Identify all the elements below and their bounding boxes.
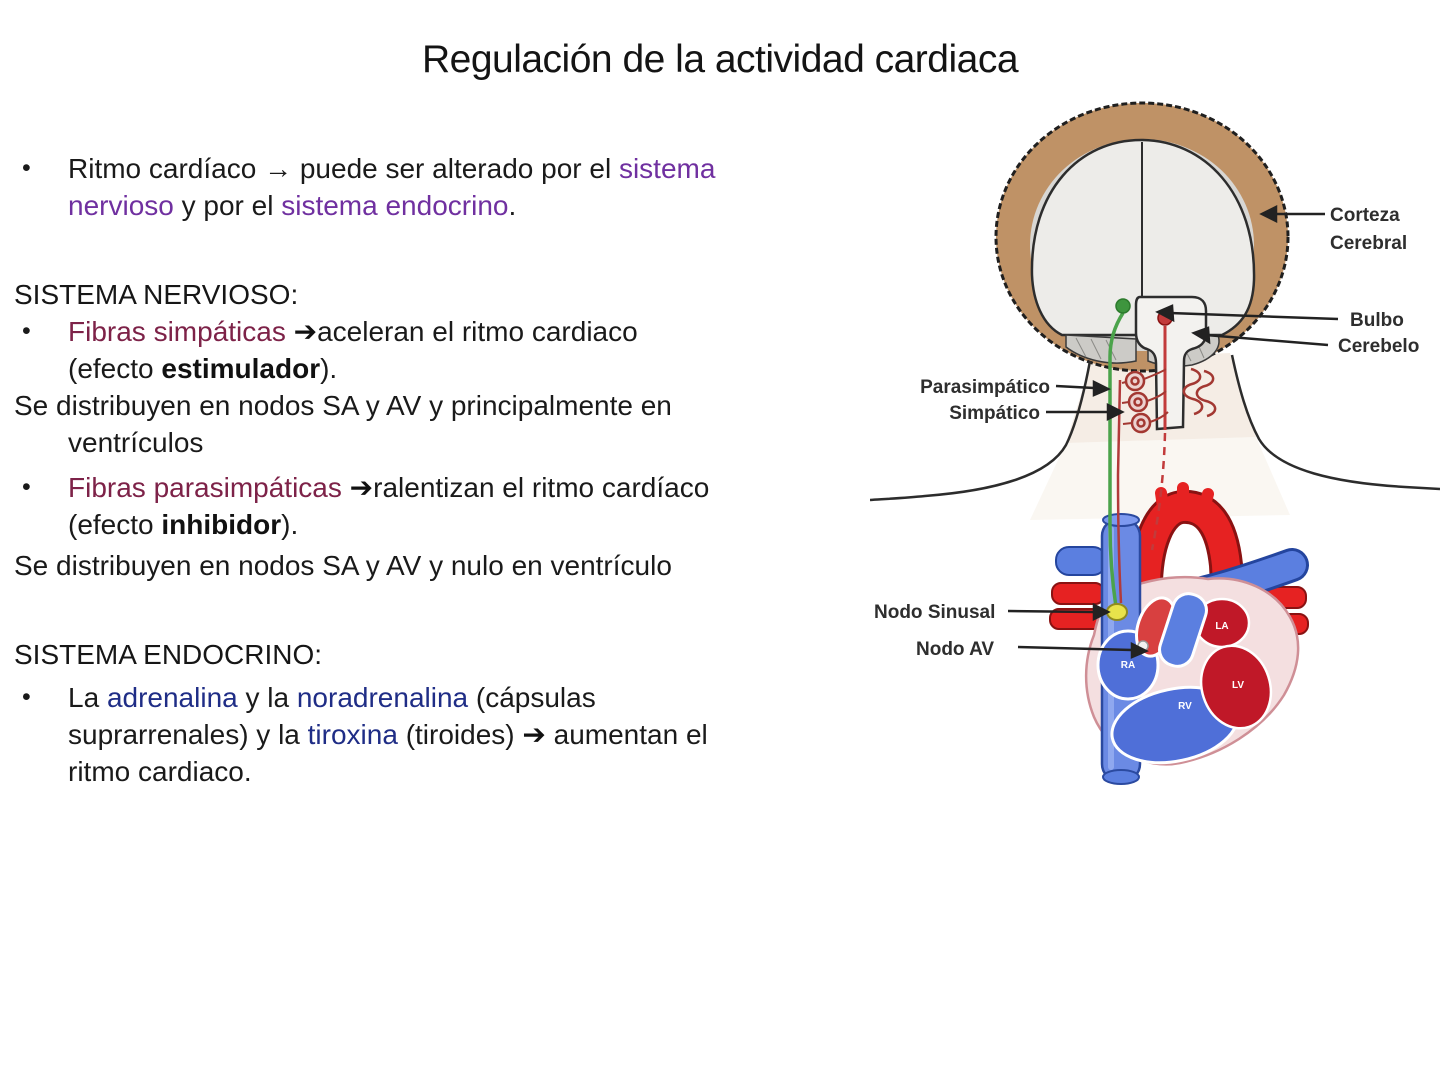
bullet-text: Ritmo cardíaco → puede ser alterado por …	[68, 150, 874, 224]
sympathetic-dashed-line	[1150, 432, 1167, 551]
text-segment: ).	[281, 509, 299, 540]
heart-label-ra: RA	[1121, 660, 1135, 671]
pulmonary-vein-left	[1055, 546, 1107, 576]
text-line: La adrenalina y la noradrenalina (cápsul…	[68, 679, 874, 716]
text-segment: aumentan el	[545, 719, 708, 750]
text-segment: La	[68, 682, 107, 713]
text-segment: ).	[320, 353, 338, 384]
callout-arrows	[1007, 204, 1339, 659]
text-segment: (efecto	[68, 509, 162, 540]
text-segment: Ritmo cardíaco → puede ser alterado por …	[68, 153, 619, 184]
anatomy-diagram: RA LA LV RV	[870, 101, 1440, 785]
heavy-arrow-icon: ➔	[522, 718, 546, 751]
bullet-marker: •	[22, 473, 31, 501]
heading-sistema-endocrino: SISTEMA ENDOCRINO:	[14, 639, 323, 670]
text-line: ritmo cardiaco.	[68, 756, 252, 787]
bullet-text: Fibras simpáticas ➔aceleran el ritmo car…	[68, 313, 874, 387]
text-line: Fibras simpáticas ➔aceleran el ritmo car…	[68, 313, 874, 350]
label-nodo-av: Nodo AV	[916, 639, 994, 660]
heavy-arrow-icon: ➔	[349, 471, 374, 504]
heart-label-la: LA	[1215, 621, 1228, 632]
label-bulbo: Bulbo	[1350, 310, 1404, 331]
text-segment-maroon: Fibras simpáticas	[68, 316, 294, 347]
heavy-arrow-icon: ➔	[293, 315, 318, 348]
text-line: suprarrenales) y la tiroxina (tiroides) …	[68, 716, 874, 753]
bullet-text: Fibras parasimpáticas ➔ralentizan el rit…	[68, 469, 874, 543]
text-segment-bold: estimulador	[161, 353, 321, 384]
paragraph-distribucion-parasimpatica: Se distribuyen en nodos SA y AV y nulo e…	[14, 550, 672, 581]
text-segment-navy: adrenalina	[106, 682, 238, 713]
text-segment-navy: noradrenalina	[296, 682, 469, 713]
sympathetic-chain-line	[1116, 379, 1123, 604]
label-parasimpatico: Parasimpático	[920, 377, 1050, 398]
arrow-parasimpatico	[1055, 384, 1095, 390]
bullet-hormonas: • La adrenalina y la noradrenalina (cáps…	[14, 679, 874, 790]
chest-skin	[1030, 437, 1290, 520]
pulmonary-trunk	[1158, 592, 1208, 668]
paragraph-distribucion-simpatica-cont: ventrículos	[68, 427, 204, 458]
slide-body: • Ritmo cardíaco → puede ser alterado po…	[14, 150, 874, 790]
cerebellum-left	[1065, 334, 1137, 364]
text-segment-bold: inhibidor	[161, 509, 282, 540]
bullet-marker: •	[22, 154, 31, 182]
text-segment: (tiroides)	[397, 719, 523, 750]
text-segment: (cápsulas	[468, 682, 596, 713]
paragraph-distribucion-simpatica: Se distribuyen en nodos SA y AV y princi…	[14, 390, 672, 421]
heart-label-rv: RV	[1178, 701, 1192, 712]
text-segment: y por el	[173, 190, 282, 221]
brainstem-bulb	[1134, 295, 1208, 431]
label-cerebelo: Cerebelo	[1338, 336, 1419, 357]
page-title: Regulación de la actividad cardiaca	[421, 38, 1019, 81]
text-line: Ritmo cardíaco → puede ser alterado por …	[68, 150, 874, 187]
parasympathetic-vagus-line	[1108, 312, 1125, 608]
text-segment-purple: nervioso	[68, 190, 174, 221]
bullet-marker: •	[22, 683, 31, 711]
text-segment: .	[508, 190, 517, 221]
text-segment: aceleran el ritmo cardiaco	[317, 316, 638, 347]
label-corteza-cerebral: Corteza	[1330, 205, 1400, 226]
left-ventricle	[1199, 644, 1273, 730]
text-segment-purple: sistema	[618, 153, 716, 184]
heading-sistema-nervioso: SISTEMA NERVIOSO:	[14, 279, 299, 310]
ganglia-connectors	[1121, 368, 1169, 425]
heart: RA LA LV RV	[1049, 482, 1309, 785]
arrow-cerebelo	[1205, 333, 1329, 347]
bullet-marker: •	[22, 317, 31, 345]
heart-label-lv: LV	[1232, 680, 1244, 691]
text-line: Fibras parasimpáticas ➔ralentizan el rit…	[68, 469, 874, 506]
bullet-ritmo-cardiaco: • Ritmo cardíaco → puede ser alterado po…	[14, 150, 874, 224]
head	[994, 101, 1290, 431]
bullet-fibras-parasimpaticas: • Fibras parasimpáticas ➔ralentizan el r…	[14, 469, 874, 543]
text-segment-navy: tiroxina	[307, 719, 398, 750]
text-segment: y la	[237, 682, 297, 713]
text-segment: suprarrenales) y la	[68, 719, 308, 750]
arrow-nodo-sinusal	[1007, 609, 1095, 614]
aorta-branches	[1155, 482, 1214, 526]
text-line: nervioso y por el sistema endocrino.	[68, 187, 874, 224]
text-line: (efecto inhibidor).	[68, 506, 874, 543]
bullet-fibras-simpaticas: • Fibras simpáticas ➔aceleran el ritmo c…	[14, 313, 874, 387]
text-segment: ralentizan el ritmo cardíaco	[373, 472, 710, 503]
bullet-text: La adrenalina y la noradrenalina (cápsul…	[68, 679, 874, 790]
text-segment-purple: sistema endocrino	[281, 190, 509, 221]
diagram-callouts: Corteza Cerebral Bulbo Cerebelo Parasimp…	[874, 204, 1419, 660]
label-simpatico: Simpático	[949, 403, 1040, 424]
neck-shoulder-left	[870, 360, 1092, 502]
spinal-coils	[1182, 367, 1217, 418]
body-outline	[870, 354, 1440, 502]
artery-stub-left-1	[1051, 582, 1105, 605]
text-segment: (efecto	[68, 353, 162, 384]
arrow-nodo-av	[1017, 645, 1133, 652]
text-segment-maroon: Fibras parasimpáticas	[68, 472, 350, 503]
text-line: (efecto estimulador).	[68, 350, 874, 387]
label-nodo-sinusal: Nodo Sinusal	[874, 602, 995, 623]
nerve-pathways	[1106, 298, 1217, 652]
arrow-bulbo	[1169, 311, 1339, 321]
parasympathetic-origin-dot	[1115, 298, 1131, 314]
neck-shoulder-right	[1230, 354, 1440, 491]
label-corteza-cerebral-2: Cerebral	[1330, 233, 1407, 254]
